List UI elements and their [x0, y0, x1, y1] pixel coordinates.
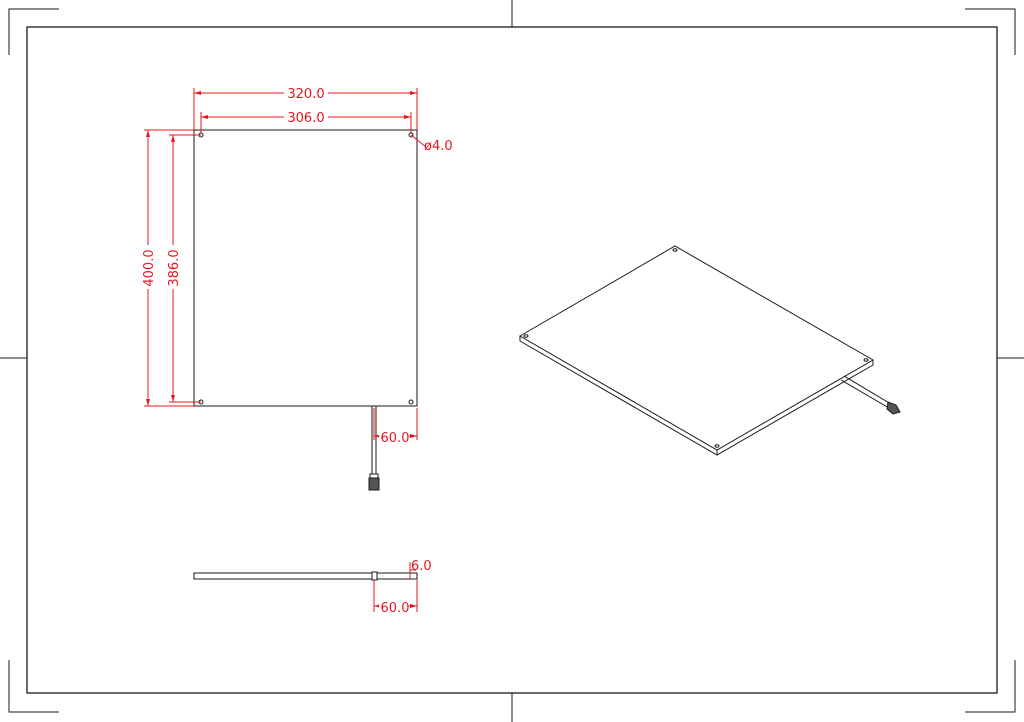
- trim-mark-bottom-left: [8, 660, 59, 713]
- dim-hole-spacing-y: 386.0: [167, 249, 182, 286]
- trim-mark-bottom-right: [965, 660, 1016, 713]
- side-view: [193, 571, 418, 581]
- dim-hole-spacing-x: 306.0: [287, 111, 324, 126]
- dim-cable-offset-side: 60.0: [381, 601, 410, 616]
- cable-connector-icon: [369, 473, 379, 479]
- cable-line: [843, 375, 892, 405]
- side-view-dimensions: 6.0 60.0: [373, 559, 432, 616]
- trim-mark-top-left: [8, 8, 59, 55]
- plate-edge: [193, 572, 418, 580]
- mounting-hole-icon: [523, 334, 529, 338]
- dim-plate-height: 400.0: [142, 249, 157, 286]
- cable-line: [840, 379, 890, 409]
- isometric-view: [519, 245, 901, 456]
- dim-cable-offset-front: 60.0: [381, 431, 410, 446]
- mounting-hole-icon: [672, 248, 678, 252]
- front-view-dimensions: 320.0 306.0 ø4.0 400.0 386.0: [141, 86, 453, 446]
- cable-plug-icon: [886, 401, 901, 415]
- mounting-hole-icon: [863, 358, 869, 362]
- plate-thickness-edge: [519, 336, 874, 456]
- mounting-hole-icon: [714, 444, 720, 448]
- trim-mark-top-right: [965, 8, 1016, 55]
- dim-plate-width: 320.0: [287, 87, 324, 102]
- dim-thickness: 6.0: [411, 559, 432, 574]
- plate-top-face: [519, 245, 875, 451]
- mounting-hole-icon: [408, 399, 414, 405]
- cable-plug-icon: [368, 477, 380, 491]
- front-view: [193, 129, 418, 491]
- plate-outline: [193, 129, 418, 407]
- cable-exit-icon: [371, 571, 378, 581]
- dim-hole-diameter: ø4.0: [424, 139, 453, 154]
